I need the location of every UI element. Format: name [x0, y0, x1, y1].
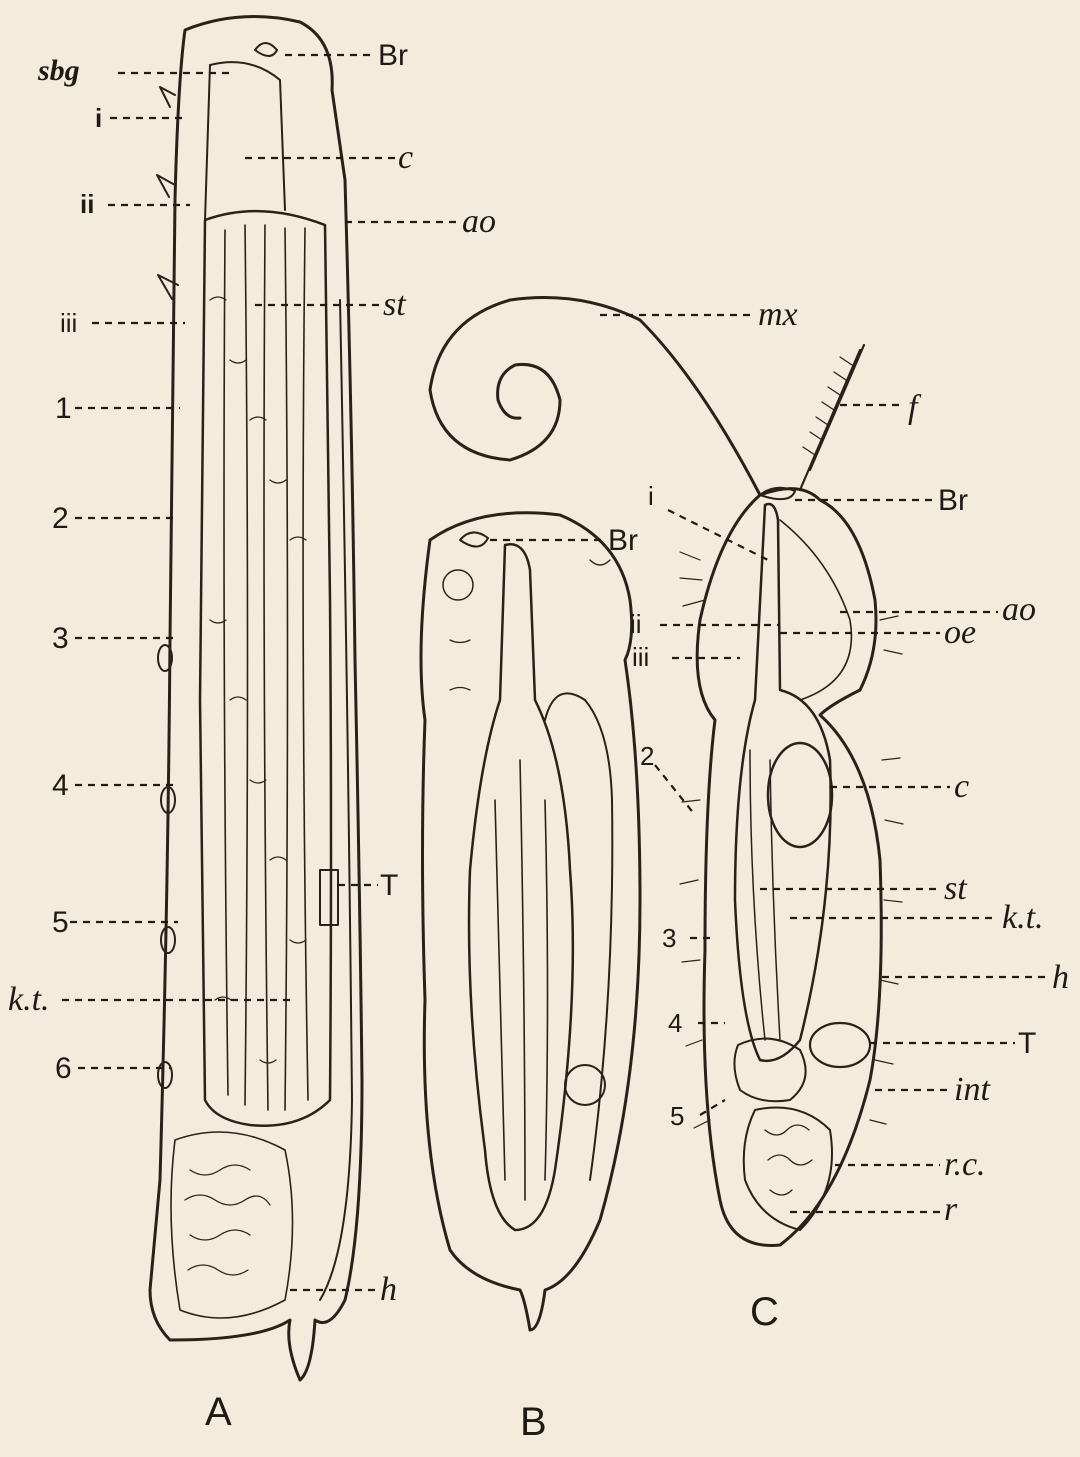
- label-c-kt: k.t.: [1002, 899, 1044, 936]
- label-a-ao: ao: [462, 203, 496, 240]
- figure-c-drawing: [430, 298, 903, 1246]
- label-c-segment-3: 3: [662, 923, 676, 953]
- label-c-h: h: [1052, 959, 1069, 996]
- label-c-ao: ao: [1002, 591, 1036, 628]
- figure-a-drawing: [150, 17, 362, 1380]
- label-c-oe: oe: [944, 614, 976, 651]
- caption-figure-c: C: [750, 1290, 779, 1334]
- label-c-iii: iii: [632, 642, 649, 672]
- label-a-segment-3: 3: [52, 622, 69, 655]
- label-a-iii: iii: [60, 308, 77, 338]
- label-c-segment-2: 2: [640, 741, 654, 771]
- label-a-segment-6: 6: [55, 1052, 72, 1085]
- label-c-segment-5: 5: [670, 1101, 684, 1131]
- caption-figure-a: A: [205, 1390, 232, 1434]
- label-c-segment-4: 4: [668, 1008, 682, 1038]
- label-c-br: Br: [938, 484, 968, 517]
- figure-b-drawing: [421, 513, 640, 1330]
- label-a-segment-5: 5: [52, 906, 69, 939]
- label-a-sbg: sbg: [37, 54, 80, 87]
- label-a-br: Br: [378, 39, 408, 72]
- label-a-ii: ii: [80, 189, 94, 219]
- label-a-t: T: [380, 869, 398, 902]
- label-a-segment-2: 2: [52, 502, 69, 535]
- label-c-i: i: [648, 481, 654, 511]
- label-a-c: c: [398, 139, 413, 176]
- label-c-c: c: [954, 768, 969, 805]
- label-c-ii: ii: [630, 609, 642, 639]
- label-c-t: T: [1018, 1027, 1036, 1060]
- label-a-st: st: [383, 286, 407, 323]
- label-a-i: i: [95, 103, 102, 133]
- leader-lines: [62, 55, 1050, 1290]
- label-c-mx: mx: [758, 296, 798, 333]
- label-c-rc: r.c.: [944, 1146, 986, 1183]
- label-b-br: Br: [608, 524, 638, 557]
- label-a-segment-1: 1: [55, 392, 72, 425]
- label-c-int: int: [954, 1071, 991, 1108]
- label-c-f: f: [908, 389, 922, 426]
- label-c-r: r: [944, 1191, 958, 1228]
- label-a-kt: k.t.: [8, 981, 50, 1018]
- caption-figure-b: B: [520, 1400, 547, 1444]
- label-a-segment-4: 4: [52, 769, 69, 802]
- label-a-h: h: [380, 1271, 397, 1308]
- label-c-st: st: [944, 870, 968, 907]
